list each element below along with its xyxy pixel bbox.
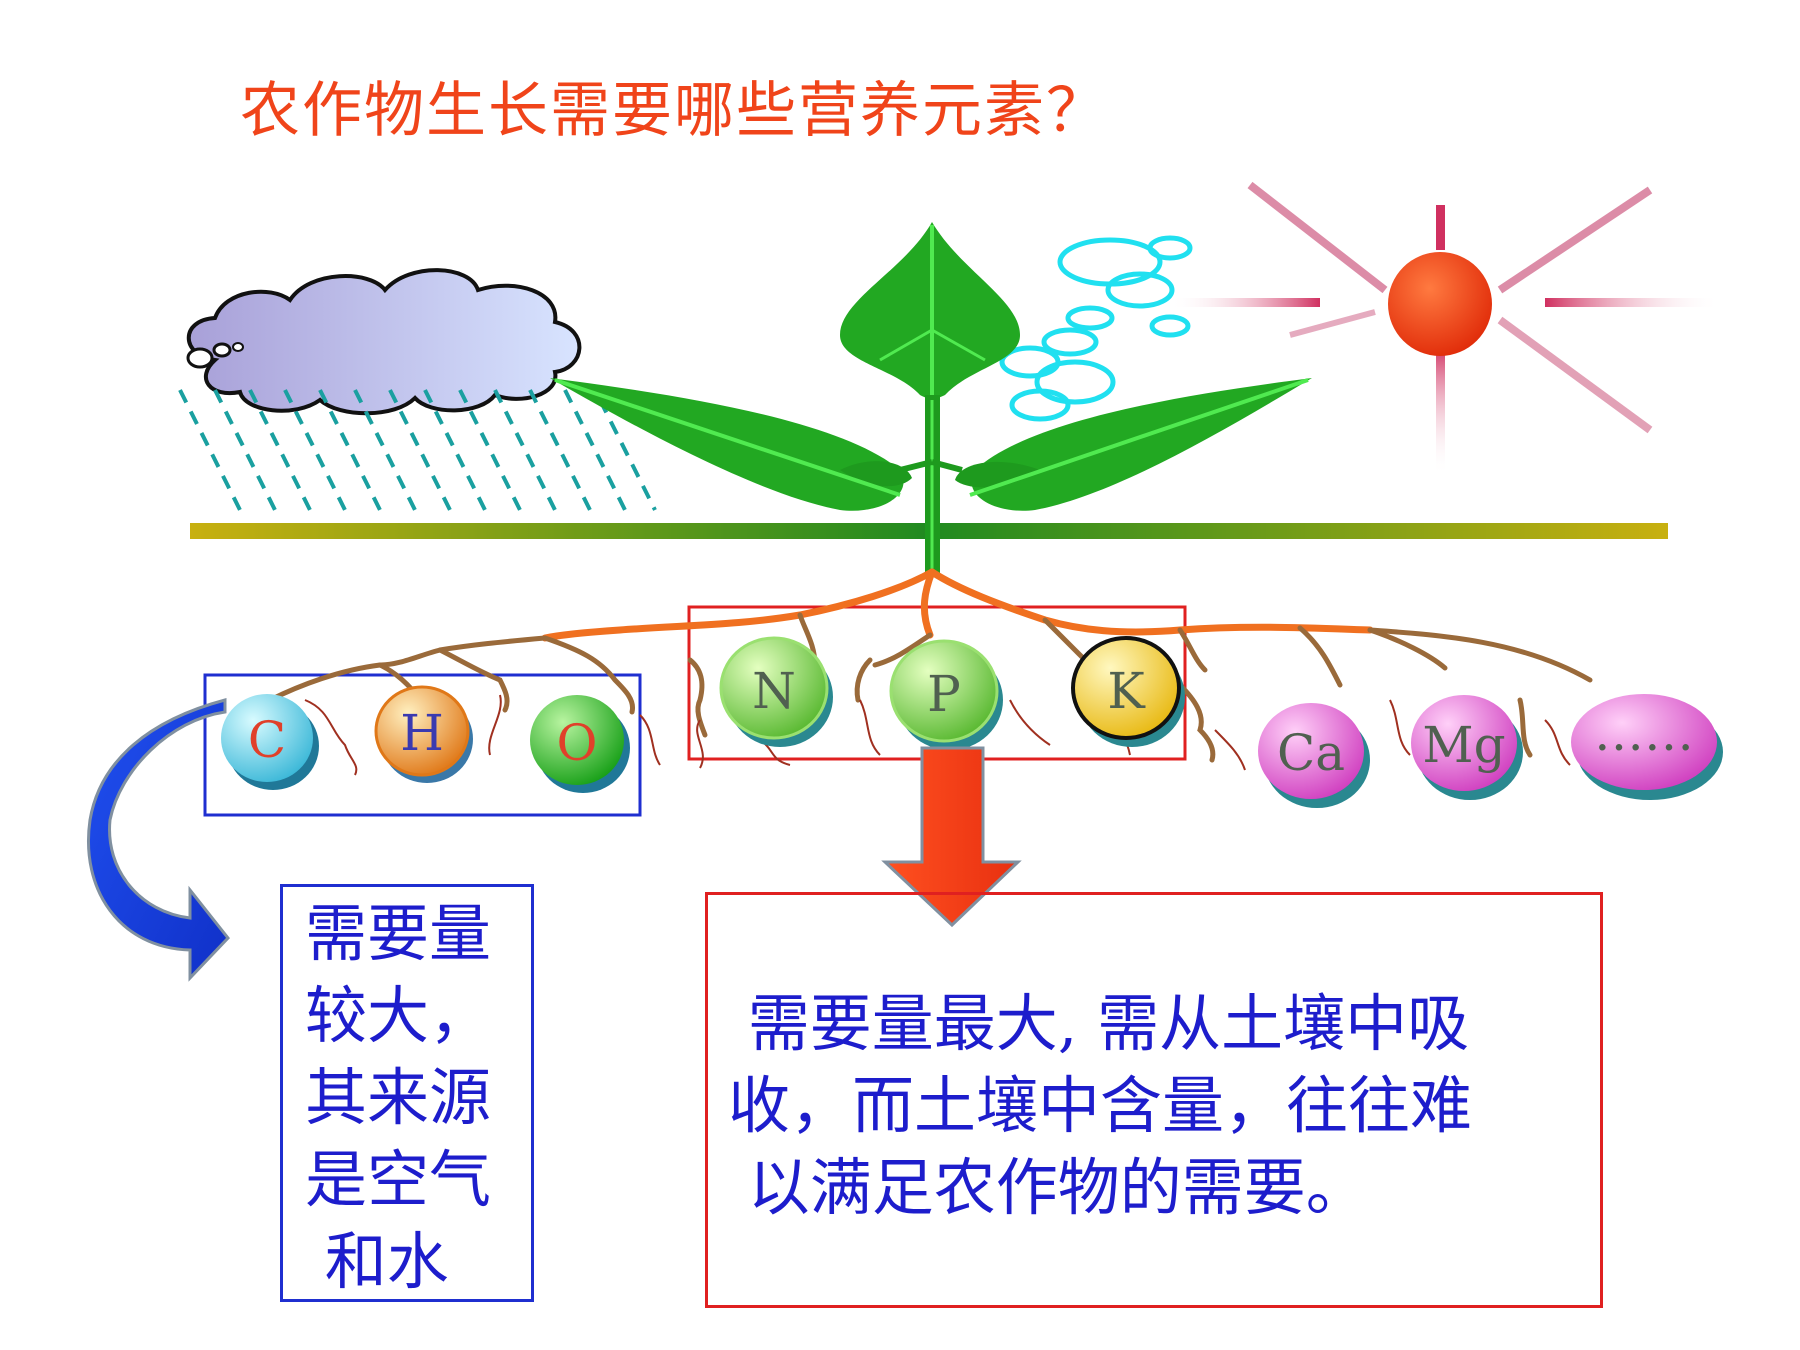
node-N-label: N — [752, 662, 796, 720]
cho-frame — [203, 673, 642, 817]
cho-description-line: 和水 — [305, 1225, 449, 1298]
node-P-label: P — [927, 665, 961, 723]
node-C: C — [221, 694, 319, 790]
cloud-icon — [186, 268, 582, 416]
npk-description-line: 以满足农作物的需要。 — [728, 1151, 1368, 1224]
node-H-label: H — [400, 704, 444, 762]
cho-description-line: 较大， — [305, 979, 492, 1052]
cho-description-box: 需要量 较大， 其来源 是空气 和水 — [280, 884, 534, 1302]
rain-icon — [178, 389, 657, 511]
plant-icon — [550, 222, 1312, 575]
node-P: P — [889, 639, 1003, 750]
node-Ca-label: Ca — [1277, 724, 1345, 782]
fine-roots — [267, 612, 1593, 763]
node-Mg: Mg — [1411, 695, 1523, 800]
node-Mg-label: Mg — [1422, 716, 1505, 774]
root-hairs — [304, 694, 1571, 776]
node-C-label: C — [248, 711, 286, 769]
main-roots — [541, 568, 1374, 642]
npk-description-line: 收，而土壤中含量，往往难 — [728, 1069, 1473, 1142]
node-more-label: …… — [1594, 704, 1694, 762]
sun-icon — [1170, 181, 1720, 475]
cho-description-line: 是空气 — [305, 1143, 492, 1216]
cho-description-line: 需要量 — [305, 897, 492, 970]
bubbles-icon — [999, 235, 1193, 422]
cho-description-line: 其来源 — [305, 1061, 492, 1134]
page-title: 农作物生长需要哪些营养元素？ — [240, 76, 1108, 146]
node-more: …… — [1571, 694, 1723, 800]
node-O-label: O — [557, 714, 598, 772]
npk-description-box: 需要量最大, 需从土壤中吸 收，而土壤中含量，往往难 以满足农作物的需要。 — [705, 892, 1603, 1308]
npk-description-line: 需要量最大, 需从土壤中吸 — [728, 987, 1470, 1060]
node-N: N — [719, 636, 833, 747]
node-H: H — [374, 685, 473, 783]
curved-arrow-icon — [87, 698, 230, 982]
node-Ca: Ca — [1258, 703, 1370, 808]
node-K: K — [1071, 636, 1185, 747]
node-O: O — [530, 695, 630, 793]
node-K-label: K — [1107, 662, 1146, 720]
